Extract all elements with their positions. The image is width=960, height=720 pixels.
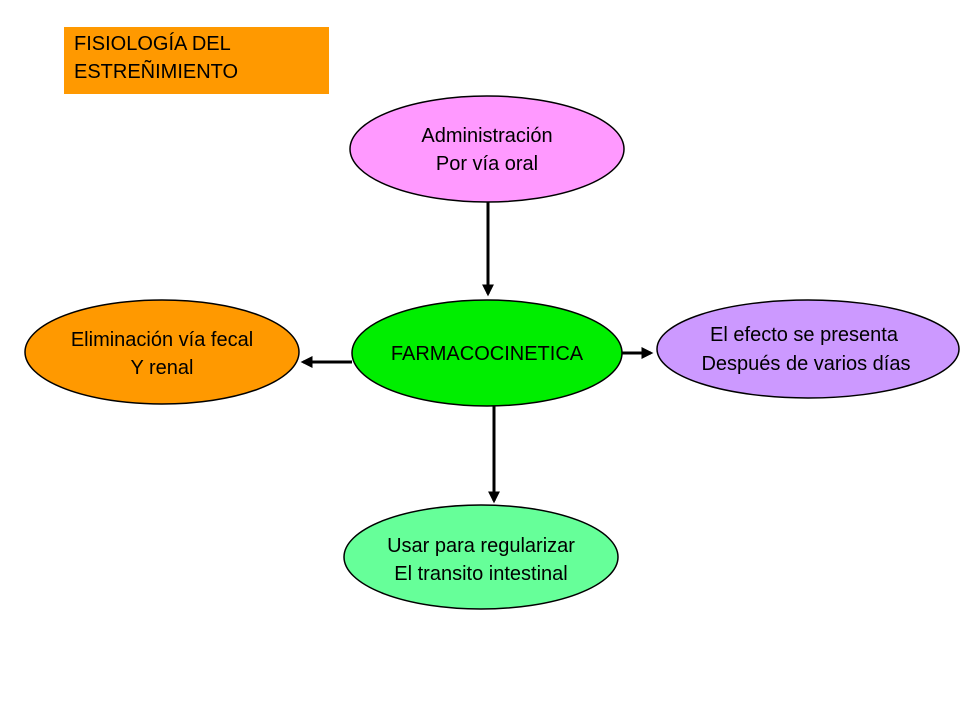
node-usar-line2: El transito intestinal [394,563,567,585]
node-efecto-shape [656,299,960,399]
node-usar-shape [343,504,619,610]
node-usar-line1: Usar para regularizar [387,535,575,557]
node-efecto-line1: El efecto se presenta [710,324,899,346]
node-efecto: El efecto se presenta Después de varios … [656,299,960,399]
node-farmacocinetica: FARMACOCINETICA [351,299,623,407]
title-line-2: ESTREÑIMIENTO [74,61,239,83]
node-farmacocinetica-shape [351,299,623,407]
node-administracion-shape [349,95,625,203]
node-efecto-line2: Después de varios días [701,353,910,375]
node-eliminacion-shape [24,299,300,405]
node-usar: Usar para regularizar El transito intest… [343,504,619,610]
node-eliminacion-line2: Y renal [130,357,193,379]
diagram-title: FISIOLOGÍA DEL ESTREÑIMIENTO [64,27,329,94]
node-administracion: Administración Por vía oral [349,95,625,203]
title-line-1: FISIOLOGÍA DEL [74,33,231,55]
node-eliminacion-line1: Eliminación vía fecal [71,329,253,351]
node-eliminacion: Eliminación vía fecal Y renal [24,299,300,405]
node-administracion-line1: Administración [421,125,552,147]
node-farmacocinetica-label: FARMACOCINETICA [391,343,584,365]
node-administracion-line2: Por vía oral [436,153,538,175]
